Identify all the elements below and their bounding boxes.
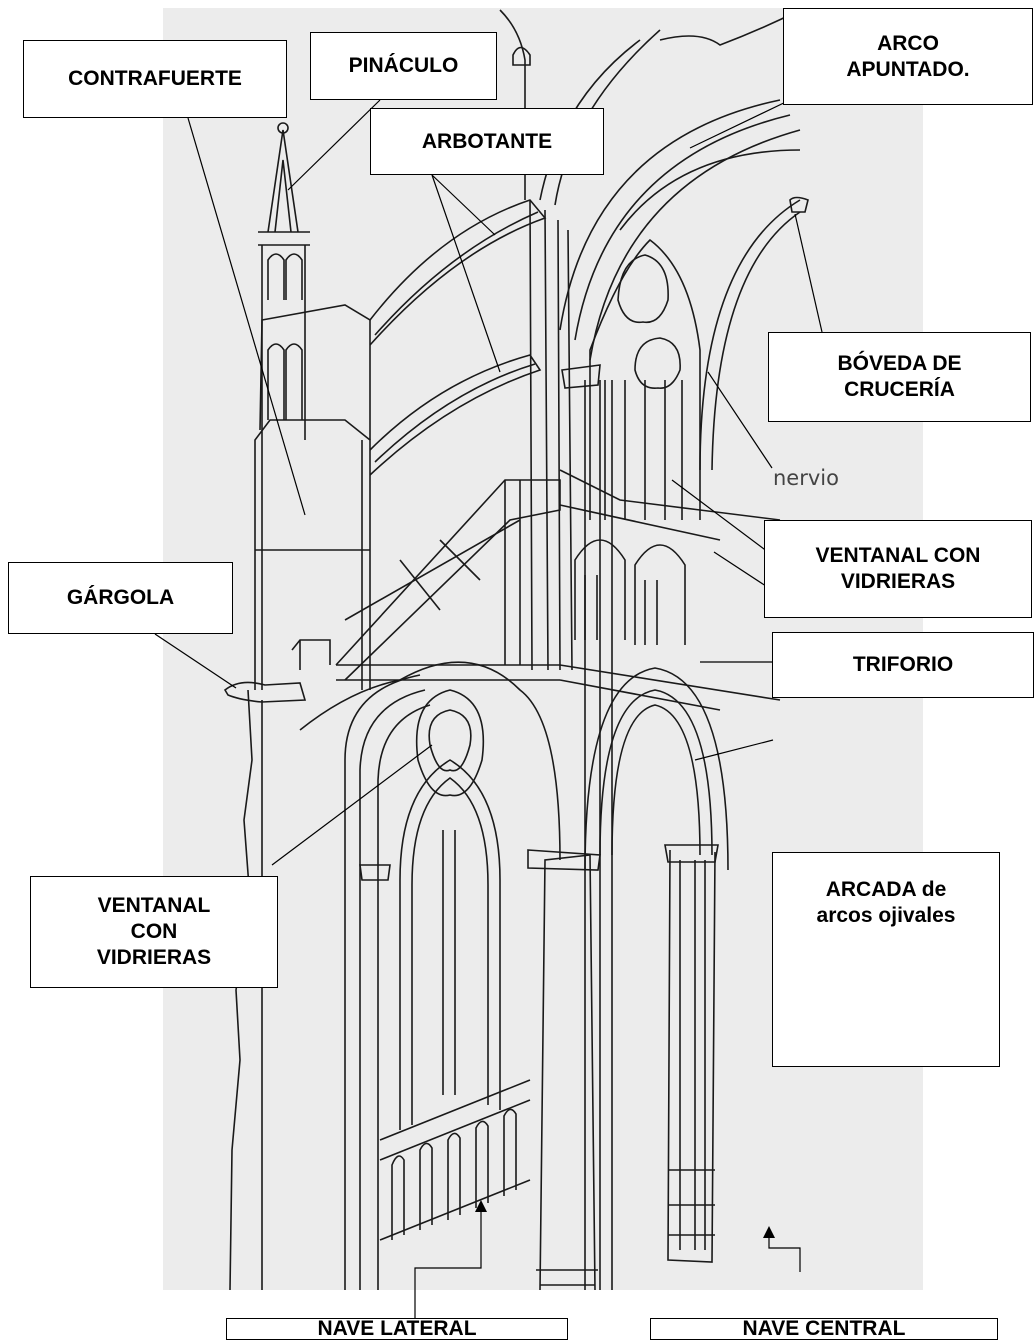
leader-arco [689,99,791,149]
label-triforio: TRIFORIO [772,632,1034,698]
leader-nave-lateral [414,1212,482,1318]
leader-nave-central [768,1238,801,1272]
leader-pinaculo [287,99,381,191]
label-pinaculo: PINÁCULO [310,32,497,100]
label-arco-apuntado: ARCO APUNTADO. [783,8,1033,105]
label-boveda-de-cruceria: BÓVEDA DE CRUCERÍA [768,332,1031,422]
label-arbotante: ARBOTANTE [370,108,604,175]
label-nave-lateral: NAVE LATERAL [226,1317,568,1340]
arrow-nave-lateral [475,1200,487,1212]
leader-gargola [154,633,237,689]
leader-boveda [794,213,823,333]
leader-ventanal-inf [271,744,433,866]
label-nervio: nervio [773,466,839,490]
leader-arbotante-2 [431,174,501,373]
leader-nervio [707,371,773,469]
label-ventanal-inferior: VENTANAL CON VIDRIERAS [30,876,278,988]
leader-ventanal-sup-2 [713,551,773,591]
leader-contrafuerte [187,117,306,516]
arrow-nave-central [763,1226,775,1238]
label-contrafuerte: CONTRAFUERTE [23,40,287,118]
leader-arbotante-1 [431,174,496,236]
label-ventanal-superior: VENTANAL CON VIDRIERAS [764,520,1032,618]
leader-arcada [694,739,774,761]
label-arcada: ARCADA de arcos ojivales [772,852,1000,1067]
label-gargola: GÁRGOLA [8,562,233,634]
leader-ventanal-sup-1 [671,479,773,556]
label-nave-central: NAVE CENTRAL [650,1317,998,1340]
